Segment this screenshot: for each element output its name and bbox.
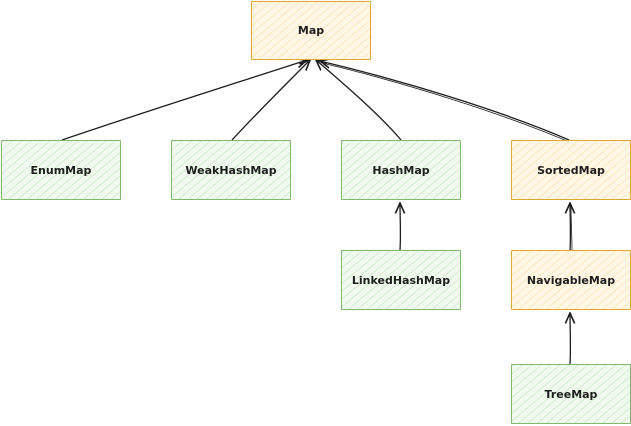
node-hashmap[interactable]: HashMap — [341, 140, 461, 200]
node-weakhashmap[interactable]: WeakHashMap — [171, 140, 291, 200]
node-linkedhashmap-label: LinkedHashMap — [351, 273, 451, 287]
node-linkedhashmap[interactable]: LinkedHashMap — [341, 250, 461, 310]
node-map-label: Map — [297, 24, 325, 37]
edge-sortedmap-map — [320, 61, 570, 141]
node-navigablemap-label: NavigableMap — [526, 273, 616, 287]
edge-navigablemap-sortedmap-sketch — [570, 205, 573, 251]
node-enummap[interactable]: EnumMap — [1, 140, 121, 200]
node-map[interactable]: Map — [251, 1, 371, 60]
edge-enummap-map — [61, 60, 307, 141]
node-treemap-label: TreeMap — [544, 387, 598, 401]
node-weakhashmap-label: WeakHashMap — [185, 163, 277, 177]
node-navigablemap[interactable]: NavigableMap — [511, 250, 631, 310]
node-sortedmap-label: SortedMap — [537, 163, 605, 177]
edge-weakhashmap-map — [231, 60, 310, 141]
node-enummap-label: EnumMap — [30, 163, 92, 177]
node-hashmap-label: HashMap — [372, 163, 430, 177]
node-sortedmap[interactable]: SortedMap — [511, 140, 631, 200]
node-treemap[interactable]: TreeMap — [511, 364, 631, 424]
edge-sortedmap-map-sketch — [321, 62, 568, 142]
